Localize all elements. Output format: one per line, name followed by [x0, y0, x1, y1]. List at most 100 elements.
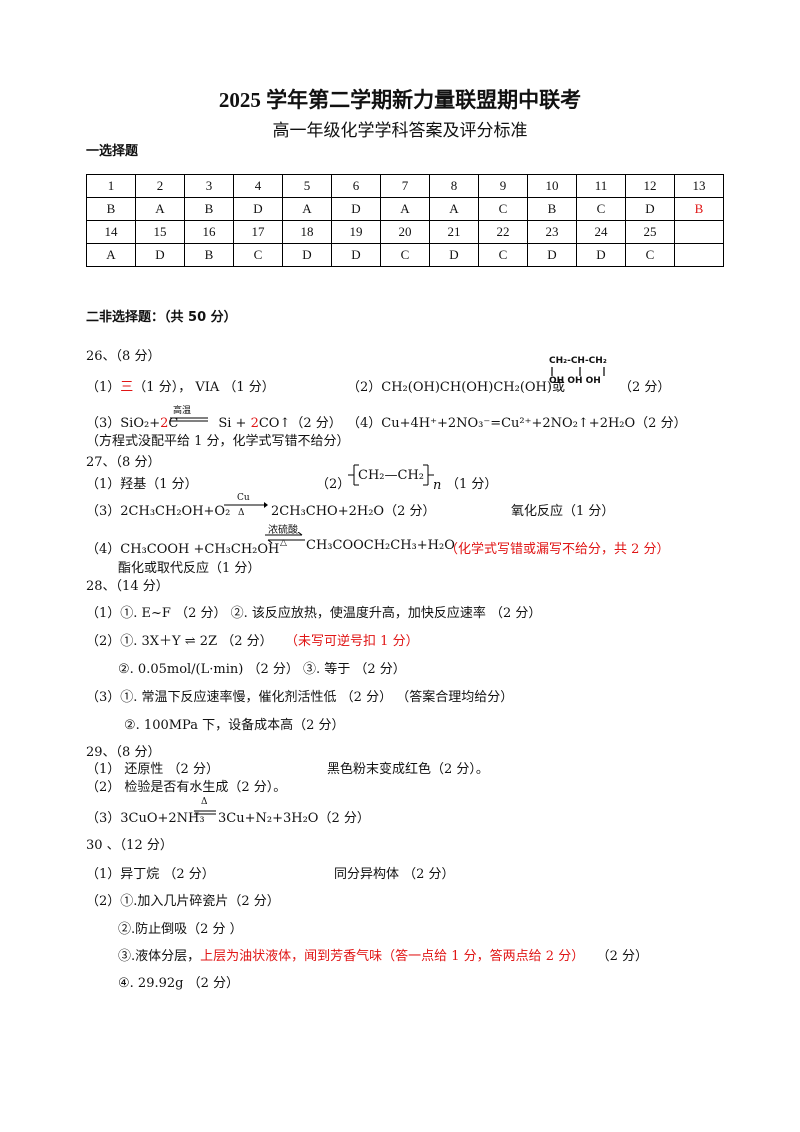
q28-line1: （1）①. E~F （2 分） ②. 该反应放热，使温度升高，加快反应速率 （2…: [86, 606, 542, 621]
answer-table-cell: 1: [86, 174, 136, 198]
q30-2-3-a: ③.液体分层，: [118, 949, 201, 964]
answer-table-cell: D: [282, 243, 332, 267]
q27-4-products: CH₃COOCH₂CH₃+H₂O: [306, 538, 455, 553]
answer-table-cell: 22: [478, 220, 528, 244]
cond-high-temp: 高温: [173, 406, 192, 416]
q29-1-answer: （1） 还原性 （2 分）: [86, 762, 219, 777]
q26-3-part-d: Si +: [218, 416, 247, 431]
answer-table-cell: D: [625, 197, 675, 221]
answer-table-cell: 14: [86, 220, 136, 244]
q30-1-answer: （1）异丁烷 （2 分）: [86, 867, 215, 882]
q30-1-relation: 同分异构体 （2 分）: [334, 867, 455, 882]
answer-table-cell: 19: [331, 220, 381, 244]
q30-2-3-c: （2 分）: [596, 949, 649, 964]
answer-table-cell: 2: [135, 174, 185, 198]
answer-table-cell: B: [184, 243, 234, 267]
answer-table-cell: C: [478, 197, 528, 221]
answer-table-cell: 23: [527, 220, 577, 244]
q29-heading: 29、（8 分）: [86, 745, 161, 760]
answer-table-cell: C: [625, 243, 675, 267]
q30-2-3-b: 上层为油状液体，闻到芳香气味（答一点给 1 分，答两点给 2 分）: [200, 949, 585, 964]
q26-line1: （1）三（1 分）， VIA （1 分）: [86, 376, 275, 395]
page-subtitle: 高一年级化学学科答案及评分标准: [272, 121, 528, 141]
answer-table-cell: C: [380, 243, 430, 267]
answer-table-cell: D: [576, 243, 626, 267]
q28-2-note: （未写可逆号扣 1 分）: [285, 634, 419, 649]
answer-table-cell: C: [478, 243, 528, 267]
q28-heading: 28、（14 分）: [86, 579, 169, 594]
answer-table-cell: C: [576, 197, 626, 221]
q29-3-products: 3Cu+N₂+3H₂O（2 分）: [218, 811, 370, 826]
glycerol-bonds: [551, 367, 605, 376]
q29-1-observation: 黑色粉末变成红色（2 分）。: [327, 762, 489, 777]
answer-table-cell: 8: [429, 174, 479, 198]
answer-table-cell: D: [331, 197, 381, 221]
answer-table-cell: 13: [674, 174, 724, 198]
q30-2-1: （2）①.加入几片碎瓷片（2 分）: [86, 894, 280, 909]
answer-table-cell: [674, 220, 724, 244]
q27-1-answer: （1）羟基（1 分）: [86, 477, 198, 492]
answer-table-cell: 21: [429, 220, 479, 244]
answer-table-cell: A: [135, 197, 185, 221]
glycerol-structure-top: CH₂-CH-CH₂: [549, 356, 607, 366]
q26-3-coef-1: 2: [160, 416, 169, 431]
answer-table-cell: 7: [380, 174, 430, 198]
q26-note: （方程式没配平给 1 分，化学式写错不给分）: [86, 434, 350, 449]
q27-4-type: 酯化或取代反应（1 分）: [118, 561, 261, 576]
q26-4-answer: （4）Cu+4H⁺+2NO₃⁻=Cu²⁺+2NO₂↑+2H₂O（2 分）: [347, 416, 687, 431]
q27-4-reactants: （4）CH₃COOH +CH₃CH₂OH: [86, 542, 280, 557]
q26-2-answer: （2）CH₂(OH)CH(OH)CH₂(OH)或: [347, 380, 565, 395]
q26-3-part-a: （3）SiO₂+: [86, 416, 161, 431]
answer-table-cell: 10: [527, 174, 577, 198]
answer-table-cell: 15: [135, 220, 185, 244]
section-2-title: 二非选择题：（共 50 分）: [86, 310, 237, 325]
answer-table-cell: 20: [380, 220, 430, 244]
q28-2-answer: （2）①. 3X＋Y ⇌ 2Z （2 分）: [86, 634, 273, 649]
q30-2-2: ②.防止倒吸（2 分 ）: [118, 922, 243, 937]
answer-table-cell: 24: [576, 220, 626, 244]
answer-table-cell: 12: [625, 174, 675, 198]
answer-table-cell: 25: [625, 220, 675, 244]
answer-table-cell: B: [86, 197, 136, 221]
double-line-arrow: [170, 417, 208, 422]
cond-conc-acid: 浓硫酸: [268, 525, 298, 536]
glycerol-structure-bottom: OH OH OH: [549, 376, 601, 386]
q27-2-prefix: （2）: [316, 477, 351, 492]
answer-table-cell: A: [429, 197, 479, 221]
q26-3-part-c: C: [168, 416, 179, 431]
answer-table-cell: D: [527, 243, 577, 267]
page-title: 2025 学年第二学期新力量联盟期中联考: [218, 88, 582, 112]
answer-table-cell: 11: [576, 174, 626, 198]
q28-line4: （3）①. 常温下反应速率慢，催化剂活性低 （2 分） （答案合理均给分）: [86, 690, 514, 705]
answer-table-cell: A: [380, 197, 430, 221]
polymer-brackets: [348, 464, 434, 486]
answer-table-cell: B: [674, 197, 724, 221]
q27-3-reactants: （3）2CH₃CH₂OH+O₂: [86, 504, 231, 519]
cond-heat-3: Δ: [201, 797, 208, 807]
q27-3-products: 2CH₃CHO+2H₂O（2 分）: [271, 504, 436, 519]
q30-2-4: ④. 29.92g （2 分）: [118, 976, 239, 991]
q26-3-part-f: CO↑（2 分）: [258, 416, 342, 431]
q26-2-score: （2 分）: [619, 380, 671, 395]
q29-2-answer: （2） 检验是否有水生成（2 分）。: [86, 780, 287, 795]
q26-1-answer: 三: [120, 380, 134, 395]
answer-table-cell: B: [527, 197, 577, 221]
answer-table-cell: C: [233, 243, 283, 267]
answer-table-cell: 3: [184, 174, 234, 198]
answer-table-cell: A: [282, 197, 332, 221]
polymer-n: n: [433, 478, 442, 493]
cond-cu: Cu: [237, 493, 250, 503]
answer-table-cell: 4: [233, 174, 283, 198]
q27-heading: 27、（8 分）: [86, 455, 161, 470]
answer-table-cell: D: [233, 197, 283, 221]
answer-table-cell: D: [135, 243, 185, 267]
q26-3-coef-2: 2: [250, 416, 259, 431]
section-1-title: 一选择题: [86, 144, 139, 159]
q30-2-3: ③.液体分层，上层为油状液体，闻到芳香气味（答一点给 1 分，答两点给 2 分）…: [118, 945, 648, 964]
answer-table-cell: 9: [478, 174, 528, 198]
